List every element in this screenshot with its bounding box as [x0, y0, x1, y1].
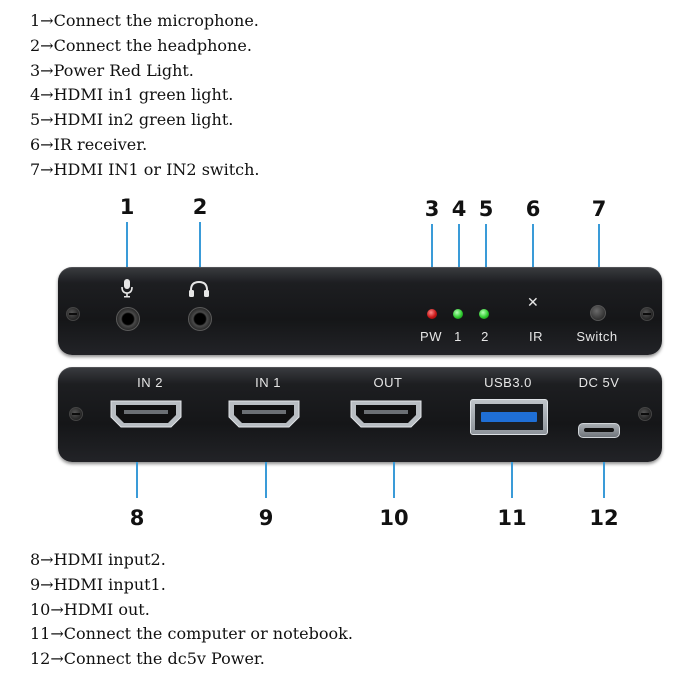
callout-4: 4 [452, 199, 467, 220]
legend-item-11: 11→Connect the computer or notebook. [30, 622, 353, 647]
in1-port-label: IN 1 [255, 375, 281, 390]
legend-item-3: 3→Power Red Light. [30, 59, 260, 84]
leader-line-7 [598, 224, 600, 268]
hdmi-input1-port[interactable] [226, 399, 302, 429]
headphone-jack[interactable] [188, 307, 212, 331]
legend-item-9: 9→HDMI input1. [30, 573, 353, 598]
usb-port-label: USB3.0 [484, 375, 532, 390]
dc-port-label: DC 5V [579, 375, 620, 390]
power-led-label: PW [420, 329, 442, 344]
switch-label: Switch [576, 329, 617, 344]
legend-item-2: 2→Connect the headphone. [30, 34, 260, 59]
callout-9: 9 [259, 508, 274, 529]
hdmi-output-port[interactable] [348, 399, 424, 429]
callout-12: 12 [589, 508, 618, 529]
callout-8: 8 [130, 508, 145, 529]
leader-line-5 [485, 224, 487, 268]
switch-button[interactable] [590, 305, 606, 321]
screw-icon [69, 407, 83, 421]
callout-11: 11 [497, 508, 526, 529]
legend-item-10: 10→HDMI out. [30, 598, 353, 623]
callout-6: 6 [526, 199, 541, 220]
in2-led-label: 2 [481, 329, 489, 344]
ir-receiver-icon: ✕ [527, 295, 539, 311]
leader-line-2 [199, 222, 201, 268]
legend-item-4: 4→HDMI in1 green light. [30, 83, 260, 108]
legend-bottom: 8→HDMI input2. 9→HDMI input1. 10→HDMI ou… [30, 548, 353, 672]
legend-item-6: 6→IR receiver. [30, 133, 260, 158]
in2-port-label: IN 2 [137, 375, 163, 390]
callout-10: 10 [379, 508, 408, 529]
callout-5: 5 [479, 199, 494, 220]
hdmi-input2-port[interactable] [108, 399, 184, 429]
leader-line-4 [458, 224, 460, 268]
leader-line-1 [126, 222, 128, 268]
legend-top: 1→Connect the microphone. 2→Connect the … [30, 9, 260, 183]
microphone-jack[interactable] [116, 307, 140, 331]
screw-icon [638, 407, 652, 421]
callout-7: 7 [592, 199, 607, 220]
out-port-label: OUT [374, 375, 403, 390]
headphone-icon [188, 280, 210, 298]
usb3-tongue [481, 412, 537, 422]
legend-item-12: 12→Connect the dc5v Power. [30, 647, 353, 672]
leader-line-8 [136, 462, 138, 498]
leader-line-11 [511, 462, 513, 498]
leader-line-10 [393, 462, 395, 498]
callout-3: 3 [425, 199, 440, 220]
legend-item-1: 1→Connect the microphone. [30, 9, 260, 34]
in1-led-label: 1 [454, 329, 462, 344]
leader-line-6 [532, 224, 534, 268]
microphone-icon [120, 278, 134, 298]
leader-line-9 [265, 462, 267, 498]
dc5v-port[interactable] [578, 423, 620, 438]
power-led [427, 309, 437, 319]
hdmi-in2-led [479, 309, 489, 319]
callout-1: 1 [120, 197, 135, 218]
hdmi-in1-led [453, 309, 463, 319]
legend-item-7: 7→HDMI IN1 or IN2 switch. [30, 158, 260, 183]
screw-icon [640, 307, 654, 321]
ir-label: IR [529, 329, 543, 344]
usb3-port-inner [475, 404, 543, 430]
usb3-port[interactable] [470, 399, 548, 435]
legend-item-8: 8→HDMI input2. [30, 548, 353, 573]
callout-2: 2 [193, 197, 208, 218]
front-panel: PW 1 2 ✕ IR Switch [58, 267, 662, 355]
leader-line-3 [431, 224, 433, 268]
legend-item-5: 5→HDMI in2 green light. [30, 108, 260, 133]
screw-icon [66, 307, 80, 321]
leader-line-12 [603, 462, 605, 498]
back-panel: IN 2 IN 1 OUT USB3.0 DC 5V [58, 367, 662, 462]
